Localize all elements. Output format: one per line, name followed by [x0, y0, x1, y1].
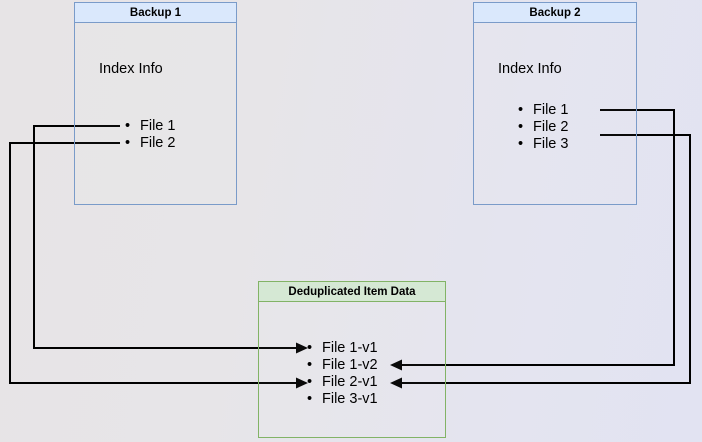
list-item[interactable]: File 1-v1	[307, 340, 378, 357]
list-item[interactable]: File 1	[125, 118, 175, 135]
dedup-item-list: File 1-v1 File 1-v2 File 2-v1 File 3-v1	[307, 340, 378, 408]
backup1-box[interactable]: Backup 1 Index Info File 1 File 2	[74, 2, 237, 205]
list-item[interactable]: File 2	[125, 135, 175, 152]
list-item[interactable]: File 1-v2	[307, 357, 378, 374]
backup1-title: Backup 1	[75, 3, 236, 23]
backup1-file-list: File 1 File 2	[125, 118, 175, 152]
backup2-title: Backup 2	[474, 3, 636, 23]
list-item[interactable]: File 2	[518, 119, 568, 136]
deduplicated-item-data-box[interactable]: Deduplicated Item Data File 1-v1 File 1-…	[258, 281, 446, 438]
list-item[interactable]: File 1	[518, 102, 568, 119]
backup1-subtitle: Index Info	[99, 61, 163, 77]
dedup-title: Deduplicated Item Data	[259, 282, 445, 302]
backup2-file-list: File 1 File 2 File 3	[518, 102, 568, 153]
backup2-subtitle: Index Info	[498, 61, 562, 77]
list-item[interactable]: File 3-v1	[307, 391, 378, 408]
list-item[interactable]: File 3	[518, 136, 568, 153]
backup2-box[interactable]: Backup 2 Index Info File 1 File 2 File 3	[473, 2, 637, 205]
list-item[interactable]: File 2-v1	[307, 374, 378, 391]
